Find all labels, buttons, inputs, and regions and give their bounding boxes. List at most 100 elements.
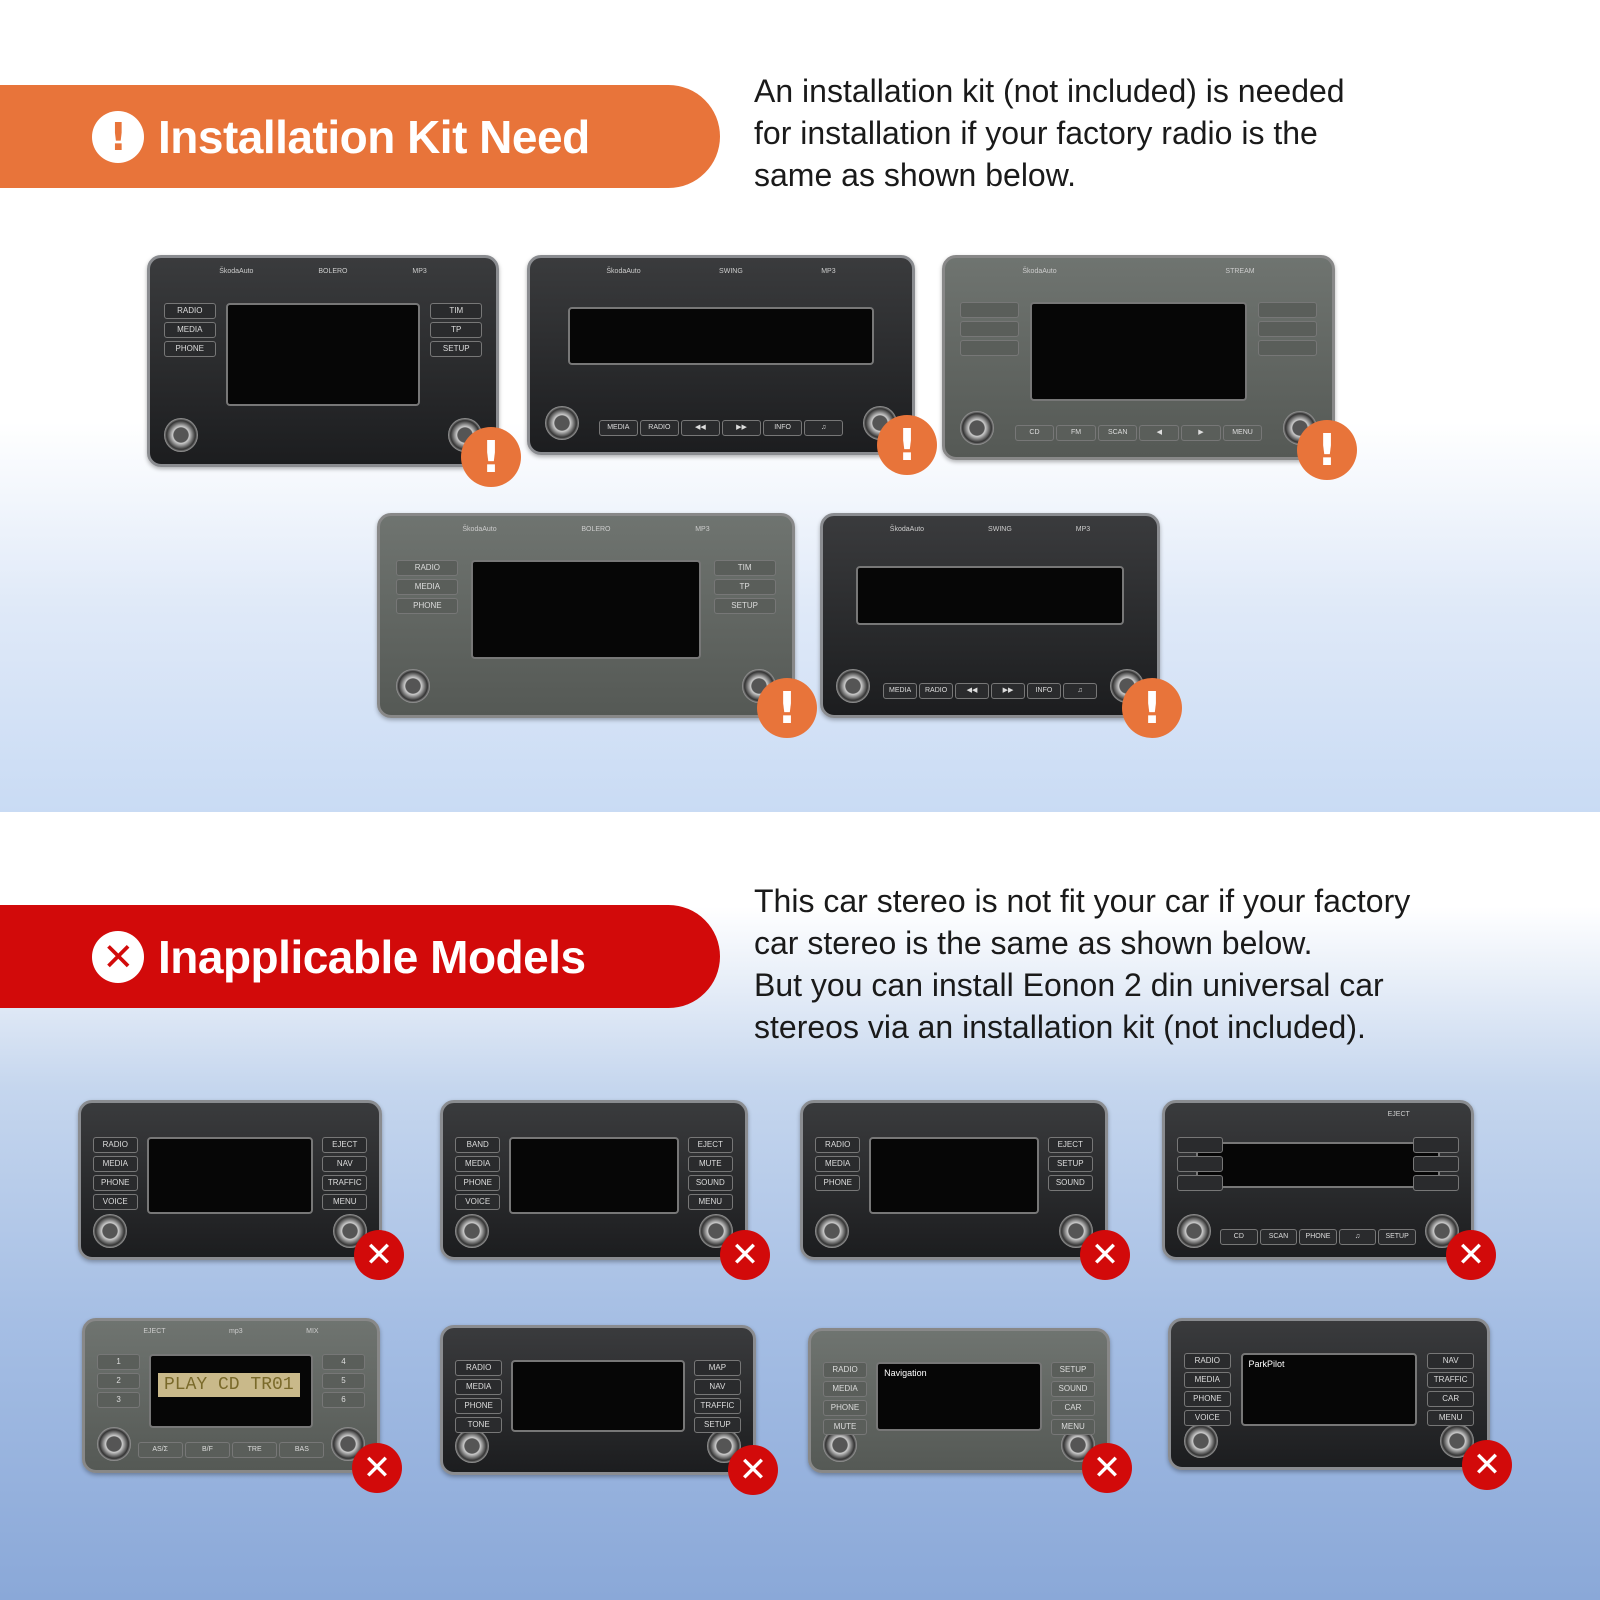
radio-button: [960, 339, 1019, 356]
radio-button: VOICE: [455, 1193, 501, 1210]
radio-button: MEDIA: [1183, 1372, 1232, 1389]
not-compatible-x-icon: ✕: [1080, 1230, 1130, 1280]
not-compatible-x-icon: ✕: [720, 1230, 770, 1280]
banner-title: Installation Kit Need: [158, 110, 590, 163]
radio-button: MENU: [1222, 425, 1263, 442]
not-compatible-x-icon: ✕: [354, 1230, 404, 1280]
radio-button: MENU: [687, 1193, 733, 1210]
radio-button: RADIO: [822, 1361, 868, 1378]
radio-button: SETUP: [713, 597, 776, 614]
radio-button: TRAFFIC: [1426, 1372, 1475, 1389]
radio-button: [1177, 1174, 1224, 1191]
radio-button: MENU: [1426, 1410, 1475, 1427]
radio-button: RADIO: [639, 420, 679, 437]
volume-knob-icon: [455, 1429, 490, 1464]
radio-button: MEDIA: [883, 683, 918, 700]
radio-button: PHONE: [92, 1174, 138, 1191]
not-compatible-x-icon: ✕: [728, 1445, 778, 1495]
radio-screen: [226, 303, 420, 407]
radio-button: RADIO: [1183, 1353, 1232, 1370]
radio-button: MEDIA: [455, 1155, 501, 1172]
volume-knob-icon: [1177, 1213, 1212, 1248]
volume-knob-icon: [815, 1213, 850, 1248]
left-buttons: [1177, 1136, 1224, 1191]
radio-button: MEDIA: [92, 1155, 138, 1172]
radio-button: SETUP: [1050, 1361, 1096, 1378]
volume-knob-icon: [396, 669, 431, 704]
desc-line: for installation if your factory radio i…: [754, 115, 1318, 151]
radio-label: ŠkodaAuto: [1022, 267, 1057, 275]
lcd-display: PLAY CD TR01: [158, 1373, 300, 1398]
desc-line: same as shown below.: [754, 157, 1076, 193]
radio-button: [1412, 1136, 1459, 1153]
radio-button: MENU: [1050, 1418, 1096, 1435]
radio-label: SWING: [988, 525, 1012, 533]
x-circle-icon: ✕: [92, 930, 144, 983]
radio-button: PHONE: [455, 1397, 502, 1414]
radio-button: PHONE: [455, 1174, 501, 1191]
radio-button: RADIO: [92, 1136, 138, 1153]
inapplicable-models-banner: ✕ Inapplicable Models: [0, 905, 720, 1008]
radio-button: MEDIA: [815, 1155, 861, 1172]
radio-button: TRAFFIC: [694, 1397, 741, 1414]
warning-badge-icon: !: [757, 678, 817, 738]
radio-button: RADIO: [815, 1136, 861, 1153]
radio-button: 6: [321, 1391, 366, 1408]
radio-button: ♫: [1062, 683, 1097, 700]
radio-button: MEDIA: [822, 1380, 868, 1397]
radio-button: MUTE: [822, 1418, 868, 1435]
radio-button: INFO: [1026, 683, 1061, 700]
warning-badge-icon: !: [1122, 678, 1182, 738]
not-compatible-x-icon: ✕: [1446, 1230, 1496, 1280]
radio-label: EJECT: [143, 1328, 166, 1336]
radio-screen: [1030, 301, 1247, 402]
radio-button: [1258, 339, 1317, 356]
radio-button: PHONE: [1183, 1391, 1232, 1408]
radio-button: TIM: [430, 303, 483, 320]
radio-button: INFO: [763, 420, 803, 437]
radio-label: BOLERO: [318, 268, 348, 276]
desc-line: An installation kit (not included) is ne…: [754, 73, 1345, 109]
radio-button: BAS: [279, 1442, 325, 1459]
radio-label: MP3: [821, 267, 836, 275]
radio-button: PHONE: [822, 1399, 868, 1416]
not-compatible-x-icon: ✕: [1462, 1440, 1512, 1490]
radio-label: ŠkodaAuto: [219, 268, 254, 276]
installation-kit-description: An installation kit (not included) is ne…: [754, 70, 1584, 196]
radio-label: MP3: [1075, 525, 1091, 533]
radio-button: MEDIA: [455, 1378, 502, 1395]
not-compatible-x-icon: ✕: [352, 1443, 402, 1493]
inapplicable-models-description: This car stereo is not fit your car if y…: [754, 880, 1584, 1048]
radio-top-labels: ŠkodaAuto STREAM: [1022, 268, 1254, 275]
desc-line: stereos via an installation kit (not inc…: [754, 1009, 1366, 1045]
exclamation-icon: !: [92, 110, 144, 163]
radio-button: SCAN: [1259, 1228, 1298, 1245]
radio-button: SOUND: [1050, 1380, 1096, 1397]
radio-button: CD: [1220, 1228, 1258, 1245]
radio-button: SCAN: [1097, 425, 1138, 442]
radio-label: STREAM: [1225, 267, 1255, 275]
radio-label: MP3: [412, 268, 427, 276]
radio-button: ♫: [1338, 1228, 1377, 1245]
radio-button: MEDIA: [396, 578, 459, 595]
radio-button: 3: [96, 1391, 141, 1408]
